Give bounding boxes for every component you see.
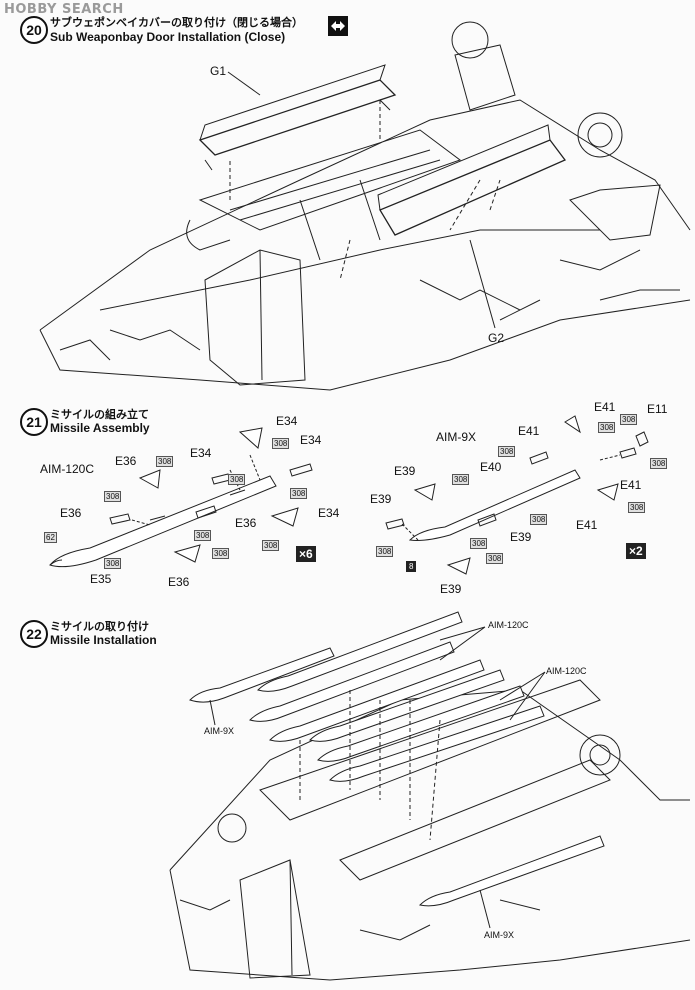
step-21-title-jp: ミサイルの組み立て — [50, 408, 149, 421]
step-20-title-en: Sub Weaponbay Door Installation (Close) — [50, 30, 286, 44]
two-way-arrow-icon — [328, 16, 348, 36]
watermark: HOBBY SEARCH — [4, 2, 124, 17]
part-label-e39: E39 — [394, 464, 416, 478]
part-label-e36: E36 — [60, 506, 82, 520]
aim-120c-label: AIM-120C — [40, 462, 95, 476]
paint-tag: 308 — [228, 474, 246, 485]
step-21-number: 21 — [20, 408, 48, 436]
paint-tag: 308 — [376, 546, 394, 557]
step-22-number: 22 — [20, 620, 48, 648]
aim-9x-callout: AIM-9X — [204, 726, 235, 736]
part-label-e36: E36 — [168, 575, 190, 589]
paint-tag: 308 — [104, 558, 122, 569]
part-label-e40: E40 — [480, 460, 502, 474]
aim-9x-label: AIM-9X — [436, 430, 477, 444]
step-20-title-jp: サブウェポンベイカバーの取り付け（閉じる場合） — [50, 16, 303, 29]
part-label-e39: E39 — [440, 582, 462, 596]
part-label-e41: E41 — [518, 424, 540, 438]
part-label-e36: E36 — [115, 454, 137, 468]
part-label-e34: E34 — [190, 446, 212, 460]
paint-tag: 308 — [530, 514, 548, 525]
part-label-e35: E35 — [90, 572, 112, 586]
paint-tag: 308 — [194, 530, 212, 541]
part-label-e34: E34 — [318, 506, 340, 520]
paint-tag: 308 — [628, 502, 646, 513]
step-22-title-en: Missile Installation — [50, 633, 157, 647]
part-label-e34: E34 — [276, 414, 298, 428]
paint-tag: 308 — [212, 548, 230, 559]
paint-tag: 308 — [104, 491, 122, 502]
paint-tag: 308 — [486, 553, 504, 564]
part-label-e11: E11 — [647, 402, 668, 416]
aim-9x-callout: AIM-9X — [484, 930, 515, 940]
paint-tag: 308 — [598, 422, 616, 433]
paint-tag: 308 — [498, 446, 516, 457]
part-label-g1: G1 — [210, 64, 227, 78]
part-label-e34: E34 — [300, 433, 322, 447]
part-label-e41: E41 — [594, 400, 616, 414]
paint-tag: 308 — [470, 538, 488, 549]
part-label-e36: E36 — [235, 516, 257, 530]
part-label-e41: E41 — [620, 478, 642, 492]
part-label-e39: E39 — [510, 530, 532, 544]
quantity-badge: ×6 — [296, 546, 316, 562]
quantity-badge: ×2 — [626, 543, 646, 559]
paint-tag: 62 — [44, 532, 57, 543]
part-label-e41: E41 — [576, 518, 598, 532]
paint-tag: 308 — [290, 488, 308, 499]
paint-tag: 308 — [620, 414, 638, 425]
paint-tag-dark: 8 — [406, 561, 417, 572]
paint-tag: 308 — [272, 438, 290, 449]
paint-tag: 308 — [156, 456, 174, 467]
paint-tag: 308 — [452, 474, 470, 485]
step-22-title-jp: ミサイルの取り付け — [50, 620, 149, 633]
paint-tag: 308 — [262, 540, 280, 551]
paint-tag: 308 — [650, 458, 668, 469]
step-21-title-en: Missile Assembly — [50, 421, 150, 435]
part-label-e39: E39 — [370, 492, 392, 506]
aim-120c-callout: AIM-120C — [546, 666, 587, 676]
step-20-number: 20 — [20, 16, 48, 44]
aim-120c-callout: AIM-120C — [488, 620, 529, 630]
